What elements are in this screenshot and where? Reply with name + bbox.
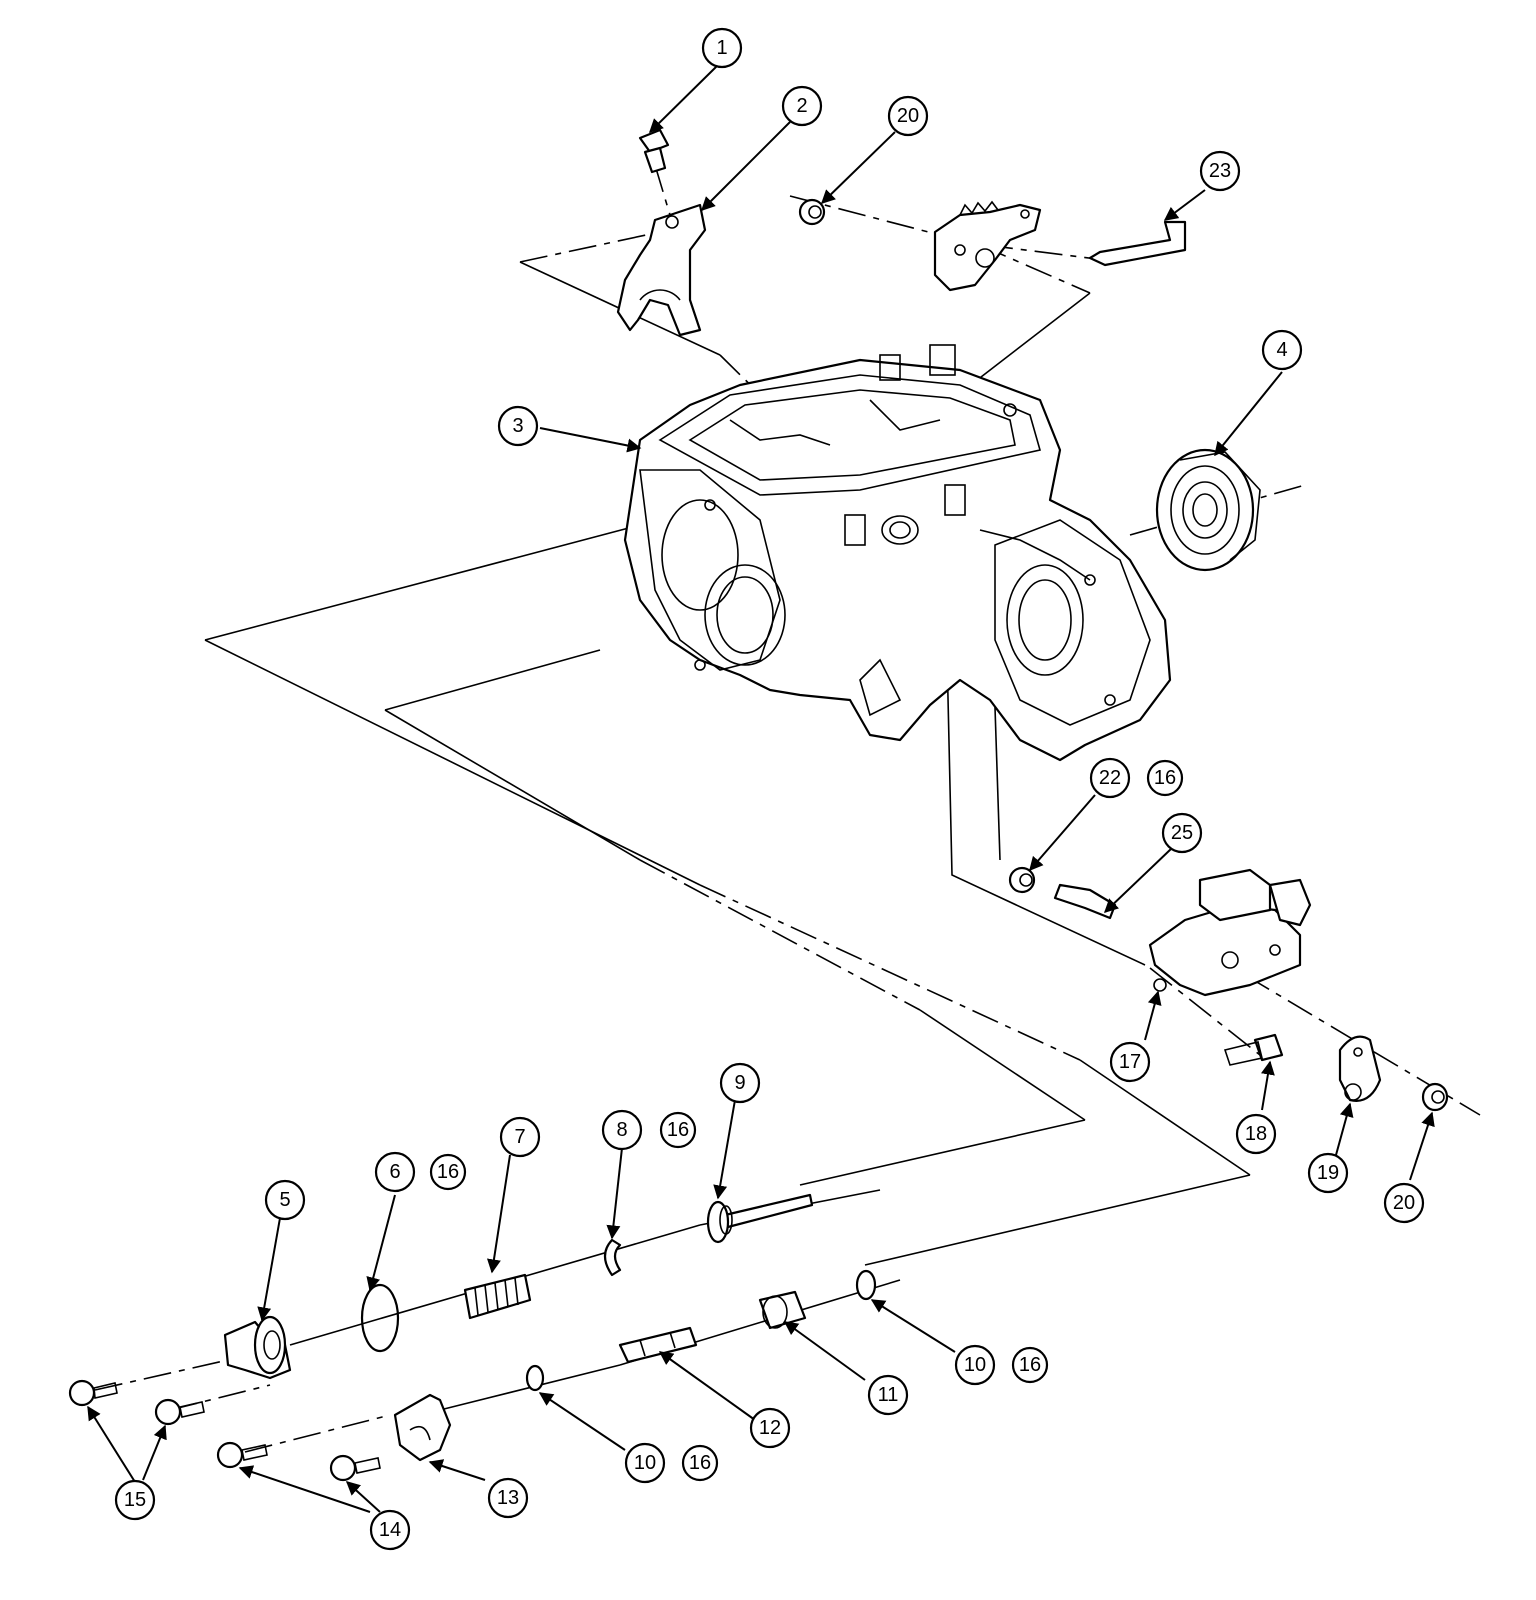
callout-8: 8 <box>601 1109 643 1151</box>
callout-14: 14 <box>369 1509 411 1551</box>
svg-text:22: 22 <box>1099 767 1121 789</box>
callout-16-d: 16 <box>681 1444 719 1482</box>
svg-text:17: 17 <box>1119 1051 1141 1073</box>
callout-13: 13 <box>487 1477 529 1519</box>
bearing-11 <box>758 1290 807 1330</box>
svg-text:20: 20 <box>897 105 919 127</box>
svg-text:16: 16 <box>437 1161 459 1183</box>
callout-2: 2 <box>781 85 823 127</box>
svg-text:12: 12 <box>759 1417 781 1439</box>
svg-text:4: 4 <box>1276 339 1287 361</box>
svg-text:9: 9 <box>734 1072 745 1094</box>
svg-text:3: 3 <box>512 415 523 437</box>
washer-10-left <box>525 1364 545 1392</box>
callout-16-b: 16 <box>659 1111 697 1149</box>
callout-leaders <box>87 64 1435 1513</box>
svg-text:10: 10 <box>634 1452 656 1474</box>
oil-seal <box>1155 448 1261 572</box>
svg-text:19: 19 <box>1317 1162 1339 1184</box>
callout-20-top: 20 <box>887 95 929 137</box>
bolt-15a <box>68 1379 118 1407</box>
bolt-1 <box>638 128 670 174</box>
snap-ring-8 <box>603 1238 622 1277</box>
shaft-9 <box>706 1193 814 1244</box>
svg-text:16: 16 <box>1154 767 1176 789</box>
svg-text:20: 20 <box>1393 1192 1415 1214</box>
svg-text:11: 11 <box>878 1384 899 1406</box>
svg-text:15: 15 <box>124 1489 146 1511</box>
callout-11: 11 <box>867 1374 909 1416</box>
nut-20-top <box>798 198 826 226</box>
callout-12: 12 <box>749 1407 791 1449</box>
callout-18: 18 <box>1235 1113 1277 1155</box>
svg-text:10: 10 <box>964 1354 986 1376</box>
detent-spring-rod <box>1088 220 1187 267</box>
washer-10-right <box>855 1269 877 1301</box>
callout-15: 15 <box>114 1479 156 1521</box>
svg-text:23: 23 <box>1209 160 1231 182</box>
callout-7: 7 <box>499 1116 541 1158</box>
callout-16-c: 16 <box>429 1153 467 1191</box>
callout-10-right: 10 <box>954 1344 996 1386</box>
bolt-14b <box>329 1454 381 1482</box>
callout-3: 3 <box>497 405 539 447</box>
lever-19 <box>1338 1035 1382 1102</box>
shift-fork <box>616 203 707 337</box>
svg-text:8: 8 <box>616 1119 627 1141</box>
nut-20-bottom <box>1421 1082 1449 1112</box>
callout-5: 5 <box>264 1179 306 1221</box>
o-ring-6 <box>360 1283 400 1353</box>
stud-25 <box>1053 883 1117 920</box>
shaft-12 <box>618 1326 698 1364</box>
callout-6: 6 <box>374 1151 416 1193</box>
svg-text:1: 1 <box>716 37 727 59</box>
svg-text:2: 2 <box>796 95 807 117</box>
callout-4: 4 <box>1261 329 1303 371</box>
transaxle-case <box>623 344 1172 762</box>
callout-25: 25 <box>1161 812 1203 854</box>
callout-20-bottom: 20 <box>1383 1182 1425 1224</box>
callout-16-a: 16 <box>1146 759 1184 797</box>
svg-text:16: 16 <box>1019 1354 1041 1376</box>
svg-text:18: 18 <box>1245 1123 1267 1145</box>
callout-10-left: 10 <box>624 1442 666 1484</box>
callout-17: 17 <box>1109 1041 1151 1083</box>
svg-text:5: 5 <box>279 1189 290 1211</box>
svg-text:7: 7 <box>514 1126 525 1148</box>
callout-1: 1 <box>701 27 743 69</box>
bolt-15b <box>154 1398 205 1426</box>
callout-22: 22 <box>1089 757 1131 799</box>
cover-13 <box>393 1393 452 1462</box>
spring-7 <box>463 1273 532 1320</box>
seal-22 <box>1008 866 1036 894</box>
svg-text:13: 13 <box>497 1487 519 1509</box>
detent-lever <box>933 200 1042 292</box>
svg-text:25: 25 <box>1171 822 1193 844</box>
callout-9: 9 <box>719 1062 761 1104</box>
bolt-14a <box>216 1441 268 1469</box>
svg-text:6: 6 <box>389 1161 400 1183</box>
range-switch <box>1148 868 1312 997</box>
callout-23: 23 <box>1199 150 1241 192</box>
housing-5 <box>223 1315 292 1380</box>
svg-text:16: 16 <box>667 1119 689 1141</box>
callout-16-e: 16 <box>1011 1346 1049 1384</box>
callout-19: 19 <box>1307 1152 1349 1194</box>
svg-text:14: 14 <box>379 1519 401 1541</box>
screw-18 <box>1223 1033 1284 1066</box>
svg-text:16: 16 <box>689 1452 711 1474</box>
